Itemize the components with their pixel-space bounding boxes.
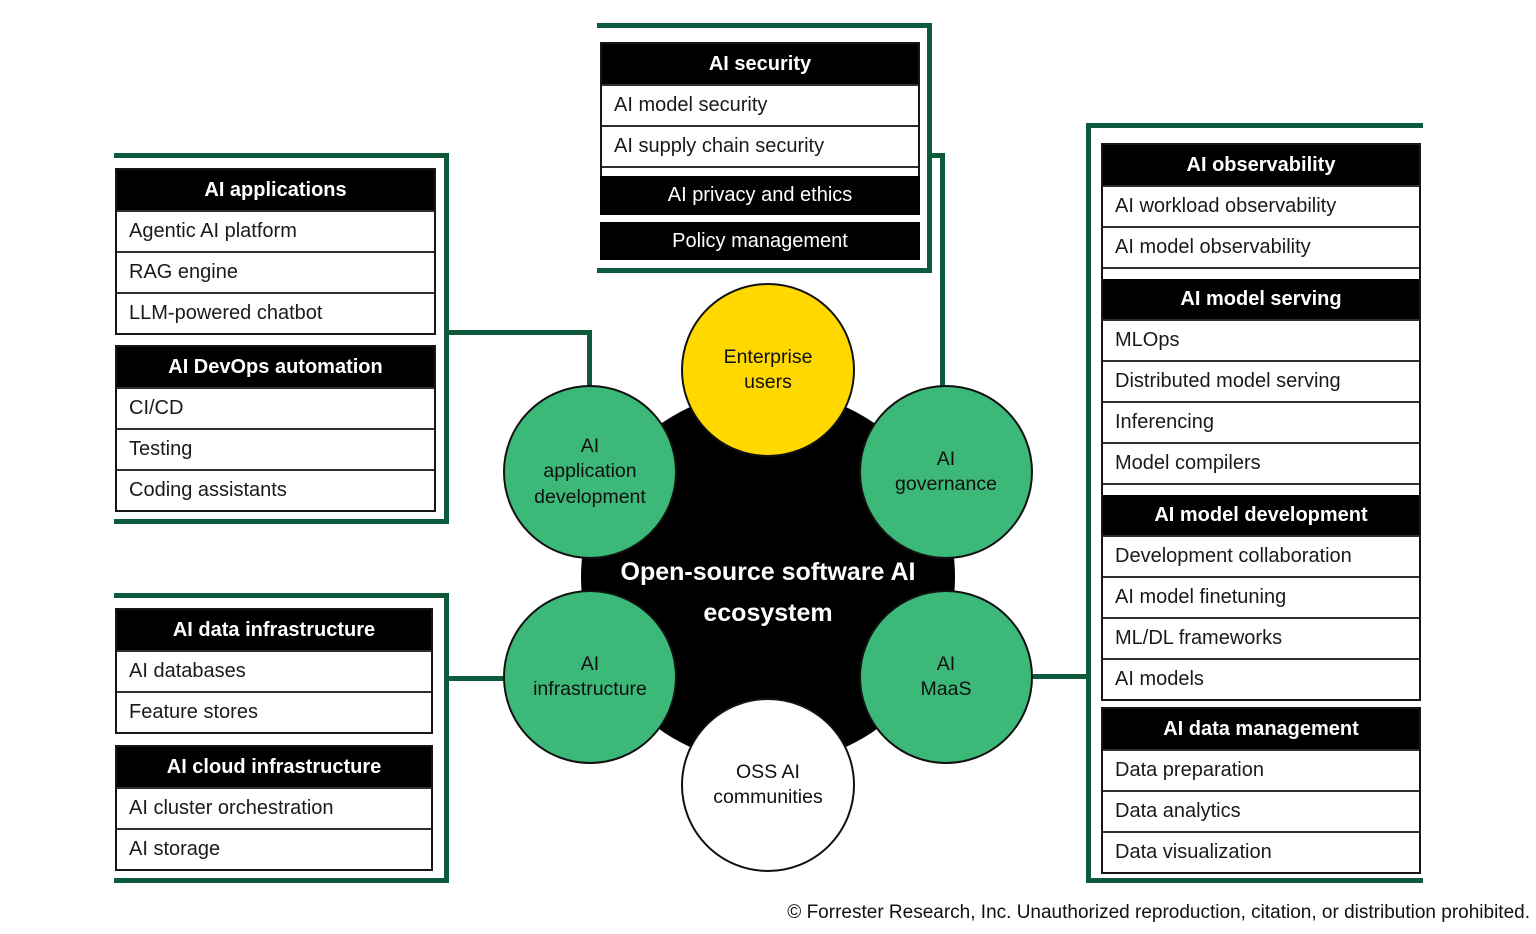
table-header: AI cloud infrastructure: [117, 747, 431, 787]
circle-ai-application-development: AI application development: [503, 385, 677, 559]
table-ai-devops-automation: AI DevOps automation CI/CD Testing Codin…: [115, 345, 436, 512]
circle-label: communities: [713, 786, 823, 808]
table-header: AI observability: [1103, 145, 1419, 185]
table-ai-security: AI security AI model security AI supply …: [600, 42, 920, 178]
table-row: Data analytics: [1103, 790, 1419, 831]
circle-enterprise-users: Enterprise users: [681, 283, 855, 457]
connector-right-horizontal: [1030, 674, 1086, 679]
center-title: Open-source software AI ecosystem: [581, 552, 955, 634]
table-row: RAG engine: [117, 251, 434, 292]
table-header: AI data infrastructure: [117, 610, 431, 650]
circle-label: MaaS: [920, 678, 972, 700]
frame-security-group: [597, 23, 932, 273]
table-row: AI workload observability: [1103, 185, 1419, 226]
table-row: CI/CD: [117, 387, 434, 428]
table-row: AI model security: [602, 84, 918, 125]
table-row: AI models: [1103, 658, 1419, 699]
table-row: AI supply chain security: [602, 125, 918, 166]
table-ai-applications: AI applications Agentic AI platform RAG …: [115, 168, 436, 335]
table-row: Distributed model serving: [1103, 360, 1419, 401]
circle-ai-maas: AI MaaS: [859, 590, 1033, 764]
table-ai-data-management: AI data management Data preparation Data…: [1101, 707, 1421, 874]
circle-label: users: [744, 371, 792, 393]
table-row: Feature stores: [117, 691, 431, 732]
table-row: Testing: [117, 428, 434, 469]
table-row: Data preparation: [1103, 749, 1419, 790]
connector-left-top-horizontal: [444, 330, 592, 335]
table-spacer: [1103, 267, 1419, 279]
table-header: AI data management: [1103, 709, 1419, 749]
circle-label: infrastructure: [533, 678, 647, 700]
table-header: AI applications: [117, 170, 434, 210]
circle-ai-infrastructure: AI infrastructure: [503, 590, 677, 764]
frame-right-group: [1086, 123, 1423, 883]
connector-security-vertical: [940, 153, 945, 387]
table-row: AI storage: [117, 828, 431, 869]
frame-left-top-group: [114, 153, 449, 524]
bar-policy-management: Policy management: [600, 222, 920, 260]
table-header: AI DevOps automation: [117, 347, 434, 387]
circle-label: Enterprise: [723, 345, 813, 368]
table-ai-cloud-infrastructure: AI cloud infrastructure AI cluster orche…: [115, 745, 433, 871]
table-row: Model compilers: [1103, 442, 1419, 483]
table-row: Coding assistants: [117, 469, 434, 510]
table-row: Data visualization: [1103, 831, 1419, 872]
copyright-notice: © Forrester Research, Inc. Unauthorized …: [787, 902, 1530, 923]
circle-label: AI: [580, 434, 600, 457]
table-row: AI model finetuning: [1103, 576, 1419, 617]
table-header: AI security: [602, 44, 918, 84]
table-spacer: [1103, 483, 1419, 495]
table-ai-data-infrastructure: AI data infrastructure AI databases Feat…: [115, 608, 433, 734]
table-right-stack: AI observability AI workload observabili…: [1101, 143, 1421, 701]
connector-left-bottom-horizontal: [444, 676, 506, 681]
center-title-line2: AI ecosystem: [703, 558, 916, 627]
table-row: MLOps: [1103, 319, 1419, 360]
connector-left-top-vertical: [587, 330, 592, 390]
connector-security-stub: [927, 153, 945, 158]
frame-left-bottom-group: [114, 593, 449, 883]
table-row: AI model observability: [1103, 226, 1419, 267]
circle-ai-governance: AI governance: [859, 385, 1033, 559]
circle-oss-ai-communities: OSS AI communities: [681, 698, 855, 872]
circle-label: OSS AI: [736, 760, 800, 783]
table-header: AI model serving: [1103, 279, 1419, 319]
circle-label: application: [543, 460, 637, 483]
table-spacer: [602, 166, 918, 176]
table-row: Agentic AI platform: [117, 210, 434, 251]
circle-label: AI: [580, 652, 600, 675]
table-row: AI cluster orchestration: [117, 787, 431, 828]
table-row: LLM-powered chatbot: [117, 292, 434, 333]
circle-label: AI: [936, 447, 956, 470]
table-header: AI model development: [1103, 495, 1419, 535]
circle-label: AI: [936, 652, 956, 675]
table-row: Inferencing: [1103, 401, 1419, 442]
circle-label: development: [534, 485, 646, 508]
center-title-line1: Open-source software: [620, 558, 885, 586]
circle-label: governance: [895, 473, 997, 495]
table-row: ML/DL frameworks: [1103, 617, 1419, 658]
table-row: AI databases: [117, 650, 431, 691]
table-row: Development collaboration: [1103, 535, 1419, 576]
bar-ai-privacy-and-ethics: AI privacy and ethics: [600, 176, 920, 215]
